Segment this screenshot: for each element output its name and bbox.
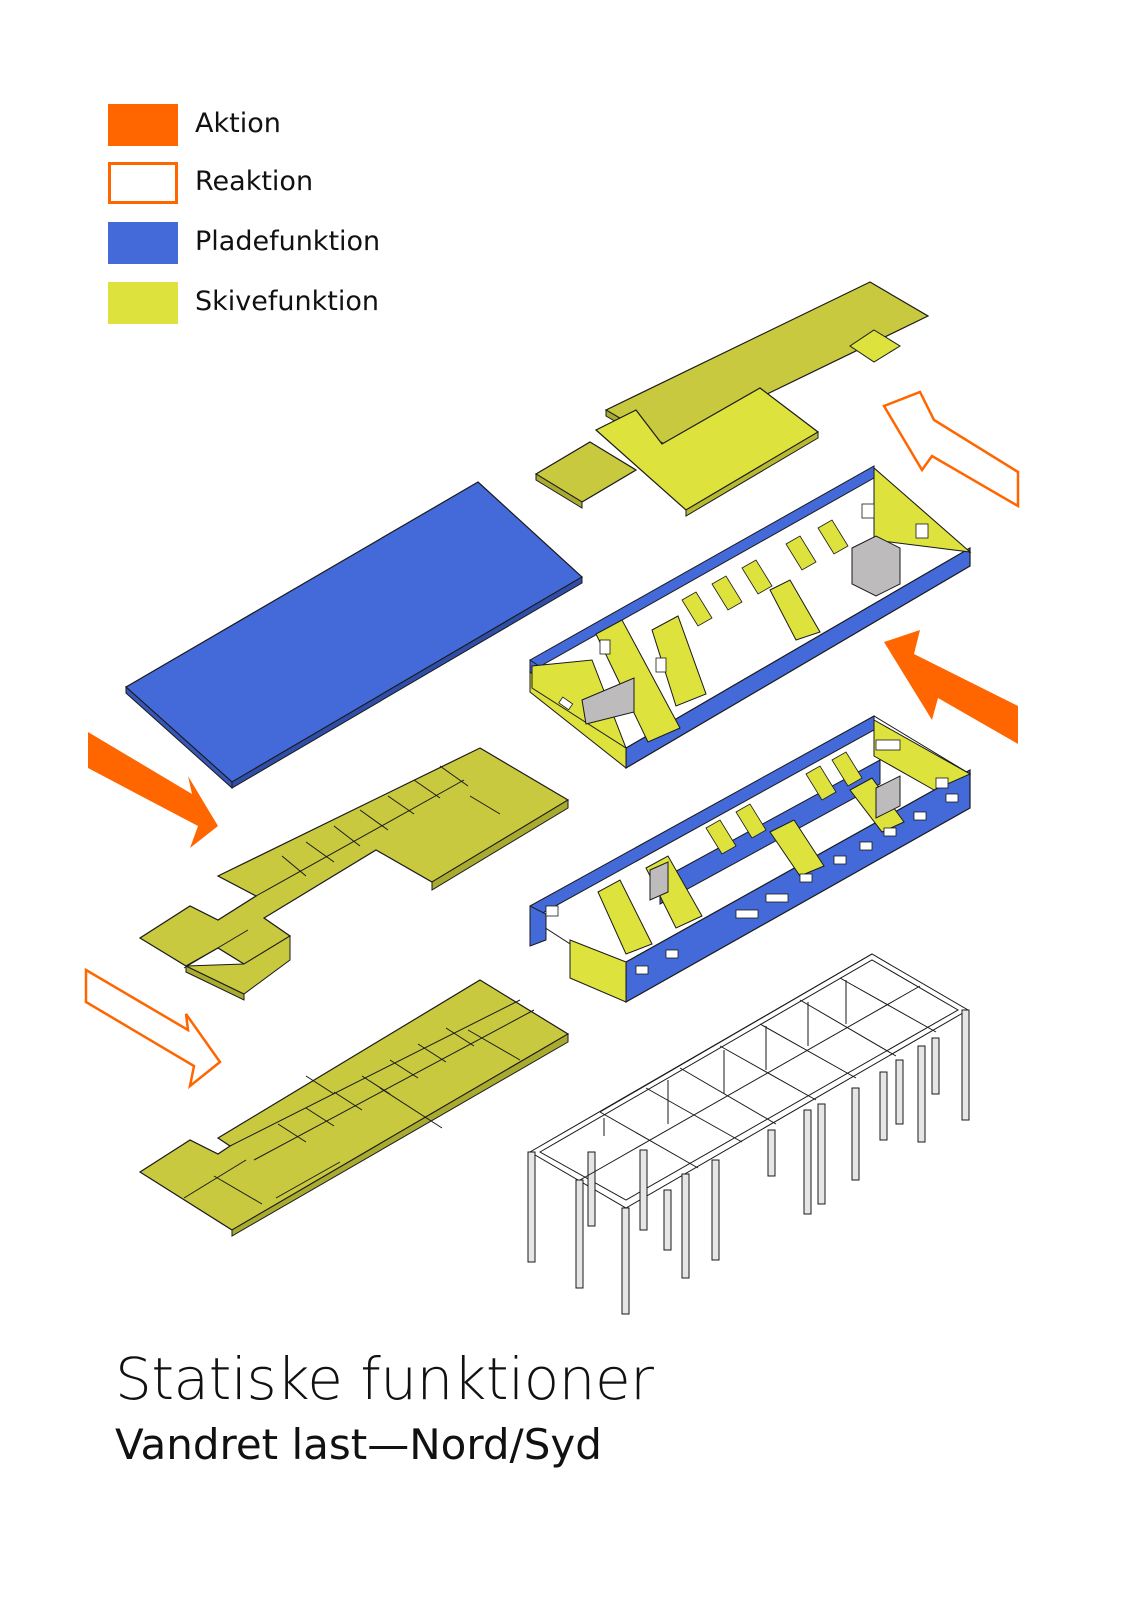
roof-slab-plade	[124, 481, 584, 790]
legend-label: Skivefunktion	[195, 286, 379, 317]
reaktion-arrow-icon	[84, 967, 222, 1090]
aktion-swatch	[108, 104, 178, 146]
middle-skive-floor	[138, 747, 570, 1001]
pladefunktion-swatch	[108, 222, 178, 264]
page-subtitle: Vandret last—Nord/Syd	[115, 1420, 602, 1469]
reaktion-arrow-icon	[882, 390, 1020, 509]
structural-frame	[527, 953, 970, 1315]
skivefunktion-swatch	[108, 282, 178, 324]
page-title: Statiske funktioner	[115, 1345, 654, 1413]
reaktion-swatch	[108, 162, 178, 204]
legend-item-pladefunktion: Pladefunktion	[108, 222, 468, 266]
legend-item-reaktion: Reaktion	[108, 162, 468, 206]
upper-storey-walls	[529, 465, 972, 770]
legend-item-skivefunktion: Skivefunktion	[108, 282, 468, 326]
roof-skive-pieces	[534, 281, 930, 517]
aktion-arrow-icon	[884, 630, 1018, 744]
legend-label: Aktion	[195, 108, 281, 139]
aktion-arrow-icon	[88, 732, 218, 848]
lower-storey-walls	[529, 715, 972, 1004]
legend-item-aktion: Aktion	[108, 104, 468, 148]
legend-label: Reaktion	[195, 166, 314, 197]
legend-label: Pladefunktion	[195, 226, 381, 257]
bottom-skive-floor	[138, 979, 570, 1237]
